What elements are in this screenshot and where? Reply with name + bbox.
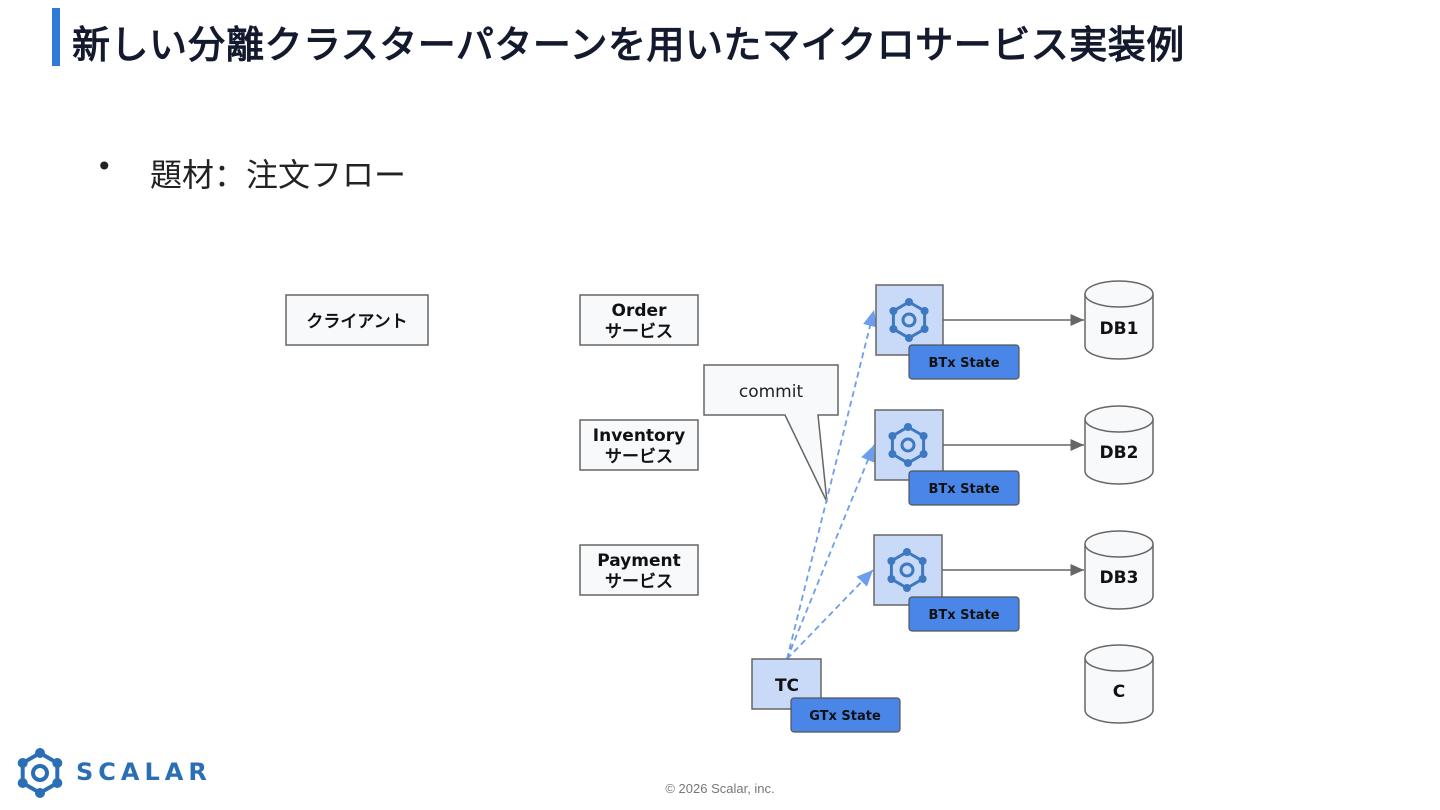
transaction-coordinator: TC GTx State	[751, 658, 901, 733]
logo-wordmark: SCALAR	[76, 758, 212, 786]
service-suffix: サービス	[605, 447, 673, 467]
btx-state-tag: BTx State	[928, 356, 999, 371]
scalar-node-icon	[889, 298, 929, 342]
database-db1: DB1	[1084, 280, 1154, 360]
scalardb-node-2: BTx State	[874, 409, 1020, 506]
scalar-logo-icon	[17, 748, 63, 798]
btx-state-tag: BTx State	[928, 482, 999, 497]
service-suffix: サービス	[605, 322, 673, 342]
commit-arrow-2	[786, 444, 875, 660]
bullet-symbol: •	[96, 150, 113, 183]
db-label: DB3	[1100, 568, 1139, 588]
commit-callout: commit	[703, 364, 839, 503]
service-name: Payment	[597, 551, 681, 571]
payment-service-box: Payment サービス	[579, 544, 699, 596]
scalardb-node-1: BTx State	[875, 284, 1020, 380]
db-label: C	[1113, 682, 1125, 702]
scalar-node-icon	[888, 423, 928, 467]
database-c: C	[1084, 644, 1154, 724]
copyright-footer: © 2026 Scalar, inc.	[665, 781, 775, 796]
slide-title: 新しい分離クラスターパターンを用いたマイクロサービス実装例	[72, 23, 1185, 67]
service-suffix: サービス	[605, 572, 673, 592]
client-box: クライアント	[285, 294, 429, 346]
database-db2: DB2	[1084, 405, 1154, 485]
db-label: DB2	[1100, 443, 1139, 463]
commit-arrows	[786, 309, 878, 660]
commit-arrow-1	[786, 309, 878, 660]
service-name: Inventory	[593, 426, 685, 446]
tc-label: TC	[775, 676, 799, 696]
callout-label: commit	[739, 382, 804, 402]
bullet-text: 題材：注文フロー	[150, 156, 407, 194]
db-label: DB1	[1100, 319, 1139, 339]
commit-arrow-3	[786, 569, 874, 660]
gtx-state-tag: GTx State	[809, 709, 881, 724]
scalardb-node-3: BTx State	[873, 534, 1020, 632]
scalar-node-icon	[887, 548, 927, 592]
service-name: Order	[612, 301, 668, 321]
btx-state-tag: BTx State	[928, 608, 999, 623]
client-label: クライアント	[306, 312, 407, 332]
database-db3: DB3	[1084, 530, 1154, 610]
inventory-service-box: Inventory サービス	[579, 419, 699, 471]
title-accent-bar	[52, 8, 60, 66]
order-service-box: Order サービス	[579, 294, 699, 346]
